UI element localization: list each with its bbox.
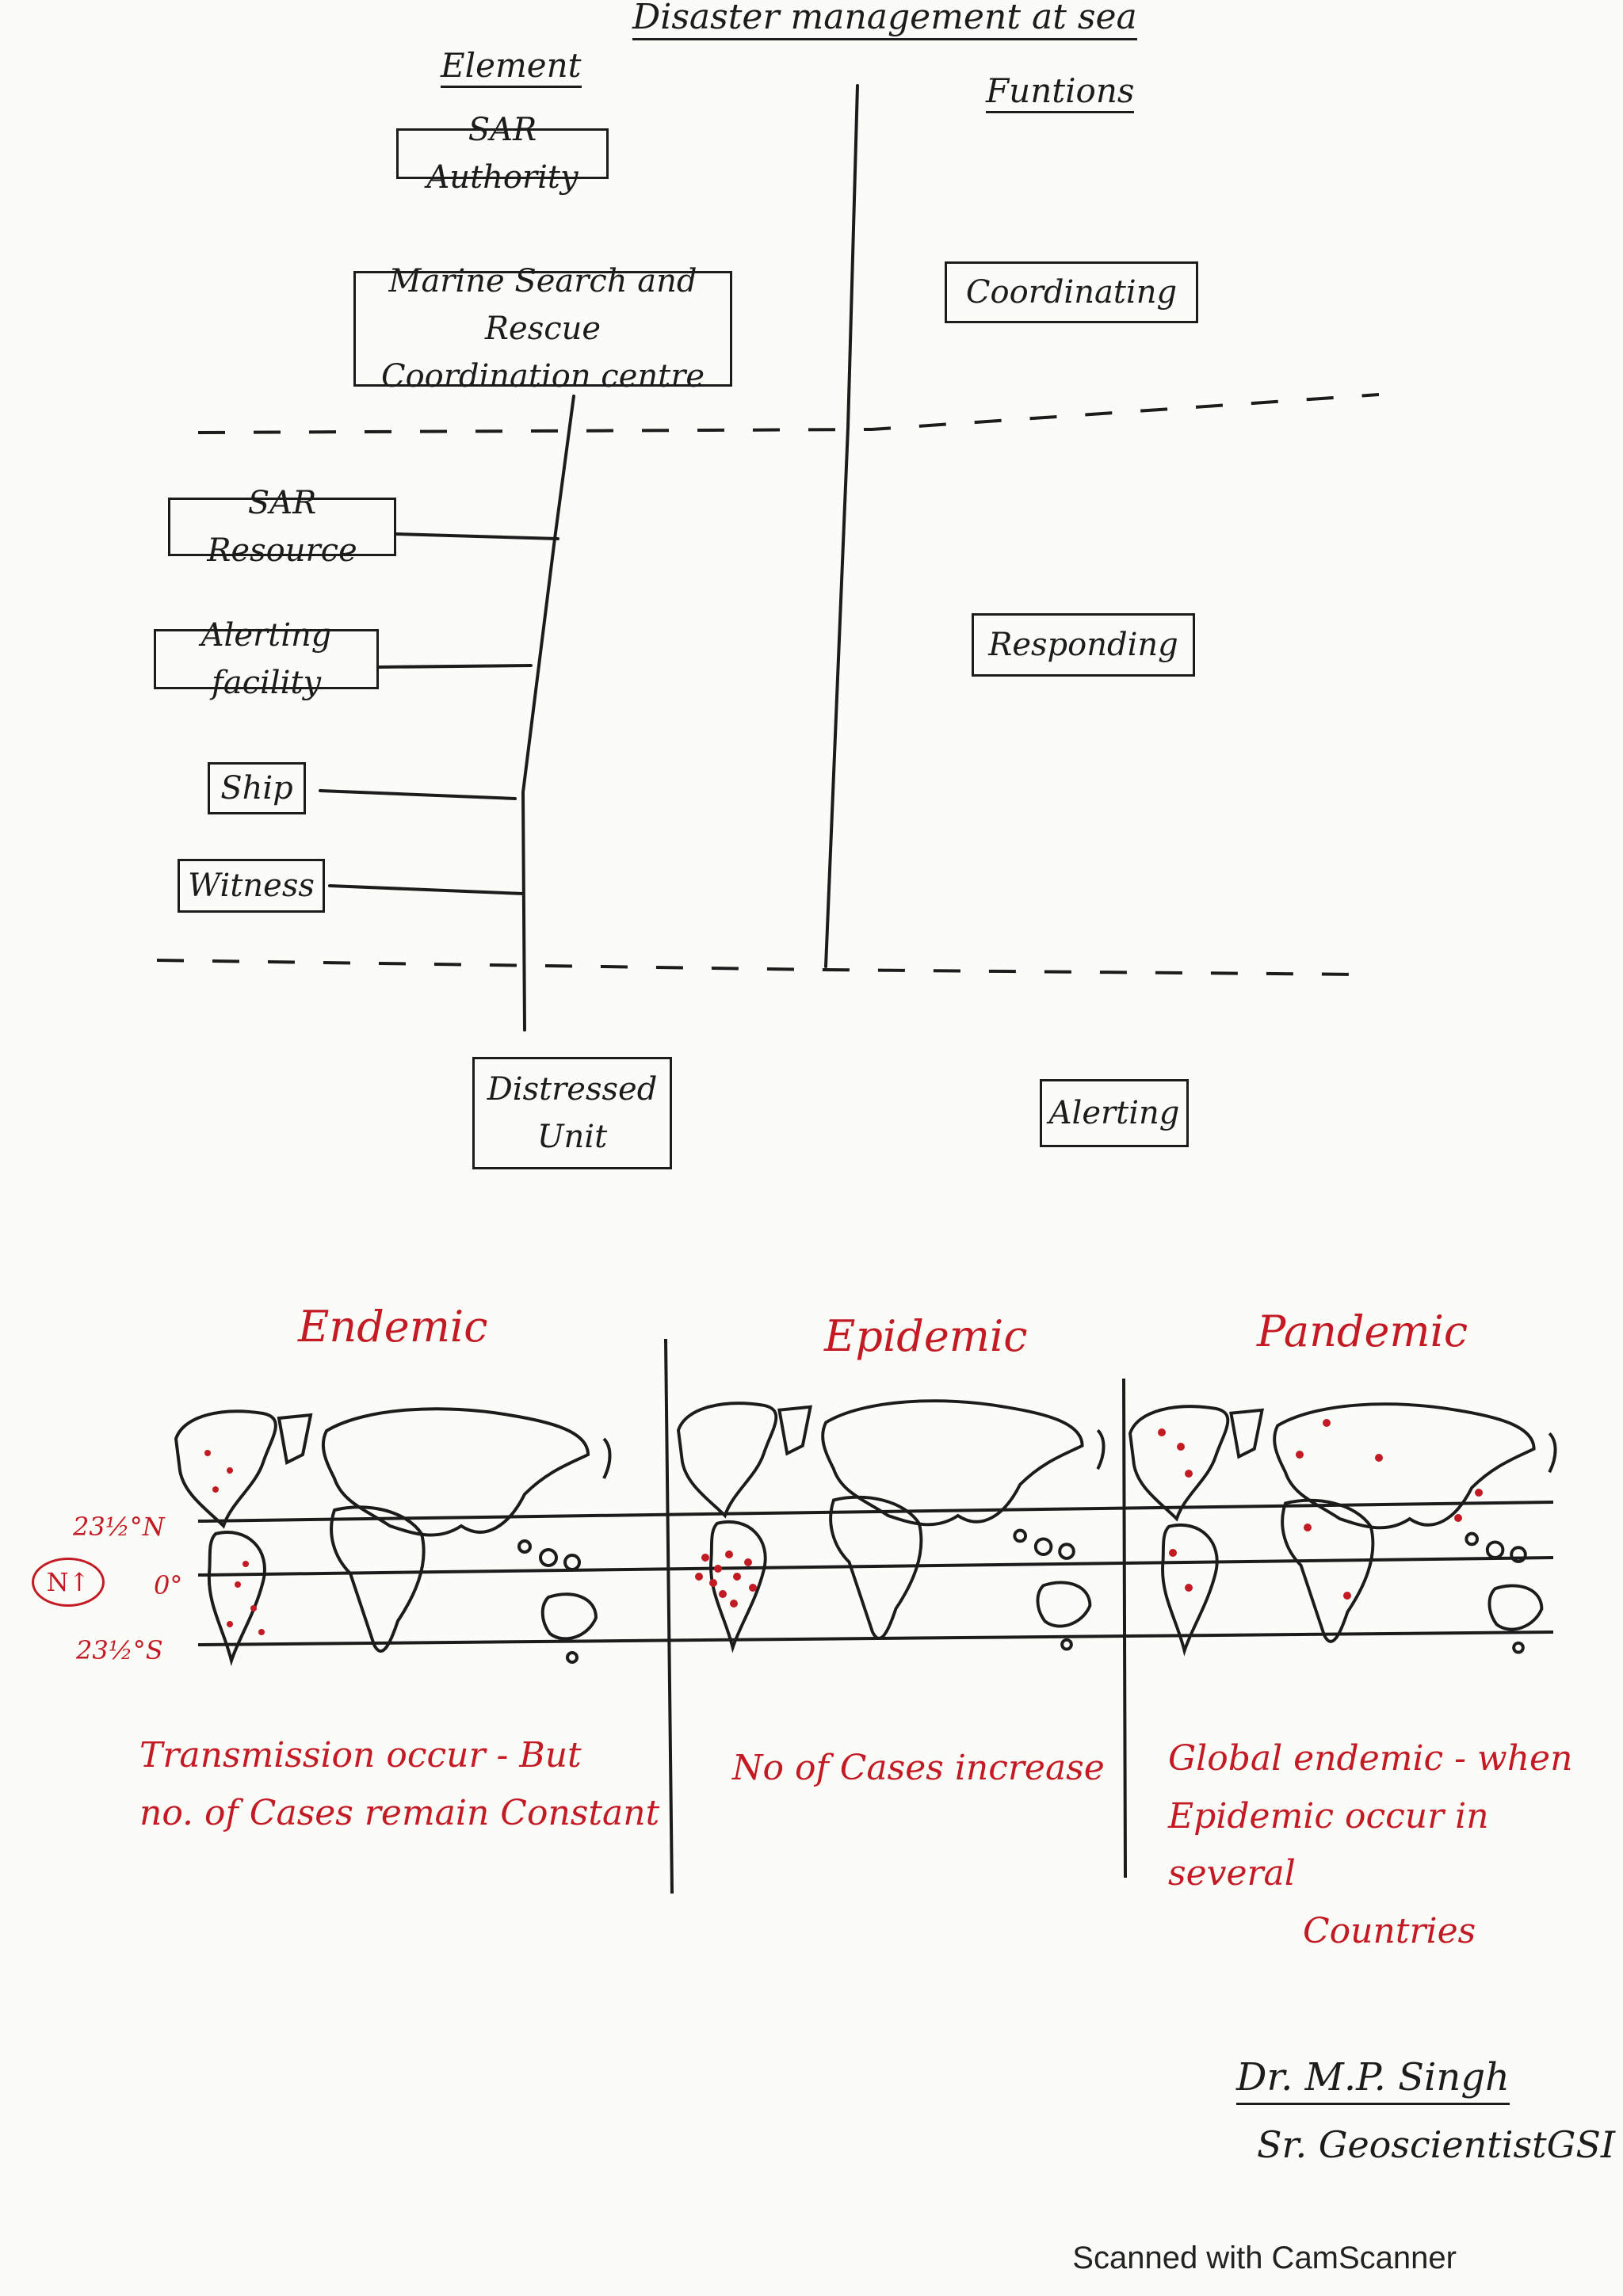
tropic-cancer-line (197, 1501, 1554, 1523)
column-divider (824, 84, 859, 968)
witness-box: Witness (178, 859, 325, 913)
responding-box: Responding (972, 613, 1195, 677)
branch-sar-resource (395, 532, 559, 540)
elements-header: Element (441, 49, 582, 88)
pandemic-caption-line2: Epidemic occur in several (1168, 1795, 1489, 1894)
endemic-caption-line2: no. of Cases remain Constant (139, 1792, 660, 1833)
scanner-footer: Scanned with CamScanner (1072, 2241, 1457, 2275)
signature-role: Sr. GeoscientistGSI (1257, 2123, 1616, 2166)
pandemic-map (1128, 1402, 1557, 1654)
pandemic-caption-line3: Countries (1303, 1910, 1476, 1951)
mrcc-line2: Coordination centre (380, 358, 705, 395)
coordinating-box: Coordinating (945, 261, 1198, 323)
pandemic-title: Pandemic (1257, 1306, 1468, 1356)
epidemic-title: Epidemic (824, 1311, 1028, 1361)
endemic-map (174, 1407, 612, 1664)
epidemic-map (677, 1399, 1106, 1651)
page-title: Disaster management at sea (632, 0, 1137, 40)
pandemic-caption-line1: Global endemic - when (1168, 1738, 1573, 1779)
functions-header: Funtions (986, 74, 1135, 113)
endemic-caption: Transmission occur - But no. of Cases re… (139, 1727, 663, 1842)
map-divider-1 (664, 1338, 674, 1894)
distressed-unit-box: Distressed Unit (472, 1057, 672, 1169)
pandemic-caption: Global endemic - when Epidemic occur in … (1168, 1730, 1596, 1960)
epidemic-caption-line1: No of Cases increase (732, 1748, 1105, 1788)
dashed-separator-2 (156, 959, 1364, 976)
mrcc-line1: Marine Search and Rescue (388, 263, 697, 347)
endemic-caption-line1: Transmission occur - But (139, 1735, 582, 1775)
alerting-box: Alerting (1040, 1079, 1189, 1147)
branch-ship (319, 789, 517, 800)
mrcc-box: Marine Search and Rescue Coordination ce… (353, 263, 732, 395)
distressed-line1: Distressed (487, 1071, 658, 1108)
distressed-line2: Unit (537, 1119, 608, 1155)
dashed-separator-1 (197, 393, 1380, 434)
branch-alerting (377, 664, 533, 669)
trunk-line (521, 395, 575, 1032)
lat-north-label: 23½°N (73, 1512, 165, 1542)
disease-markers (204, 1419, 1483, 1635)
map-divider-2 (1122, 1378, 1127, 1878)
lat-south-label: 23½°S (76, 1635, 163, 1665)
epidemic-caption: No of Cases increase (732, 1740, 1113, 1798)
ship-box: Ship (208, 762, 306, 814)
endemic-title: Endemic (298, 1302, 488, 1352)
signature-name: Dr. M.P. Singh (1236, 2055, 1510, 2105)
equator-line (197, 1556, 1554, 1577)
lat-equator-label: 0° (154, 1570, 183, 1600)
north-arrow-icon: N↑ (32, 1558, 105, 1607)
branch-witness (328, 884, 525, 895)
